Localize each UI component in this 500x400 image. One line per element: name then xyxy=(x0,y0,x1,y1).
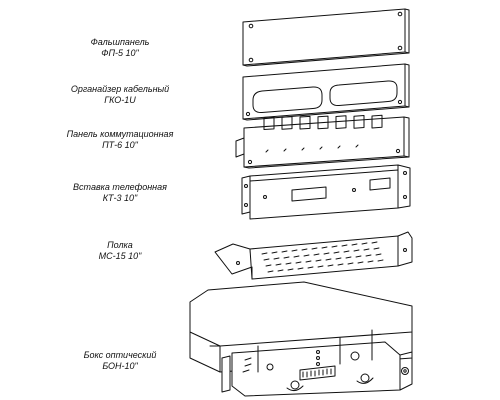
item-model: МС-15 10" xyxy=(98,251,142,261)
patch-panel-drawing xyxy=(236,115,409,168)
item-name: Органайзер кабельный xyxy=(70,84,170,94)
label-false-panel: Фальшпанель ФП-5 10" xyxy=(40,37,200,59)
item-model: БОН-10" xyxy=(102,361,138,371)
label-cable-organizer: Органайзер кабельный ГКО-1U xyxy=(40,84,200,106)
item-model: ГКО-1U xyxy=(104,95,136,105)
item-name: Панель коммутационная xyxy=(66,129,174,139)
optical-box-drawing xyxy=(190,282,412,396)
item-model: КТ-3 10" xyxy=(102,193,138,203)
label-shelf: Полка МС-15 10" xyxy=(40,240,200,262)
label-telephone-insert: Вставка телефонная КТ-3 10" xyxy=(40,182,200,204)
item-model: ФП-5 10" xyxy=(101,48,139,58)
shelf-drawing xyxy=(215,232,412,279)
cable-organizer-drawing xyxy=(243,64,409,120)
label-patch-panel: Панель коммутационная ПТ-6 10" xyxy=(40,129,200,151)
item-model: ПТ-6 10" xyxy=(102,140,138,150)
label-optical-box: Бокс оптический БОН-10" xyxy=(40,350,200,372)
telephone-insert-drawing xyxy=(242,165,410,219)
item-name: Фальшпанель xyxy=(90,37,150,47)
item-name: Полка xyxy=(107,240,133,250)
item-name: Вставка телефонная xyxy=(73,182,167,192)
false-panel-drawing xyxy=(243,9,409,66)
item-name: Бокс оптический xyxy=(83,350,157,360)
